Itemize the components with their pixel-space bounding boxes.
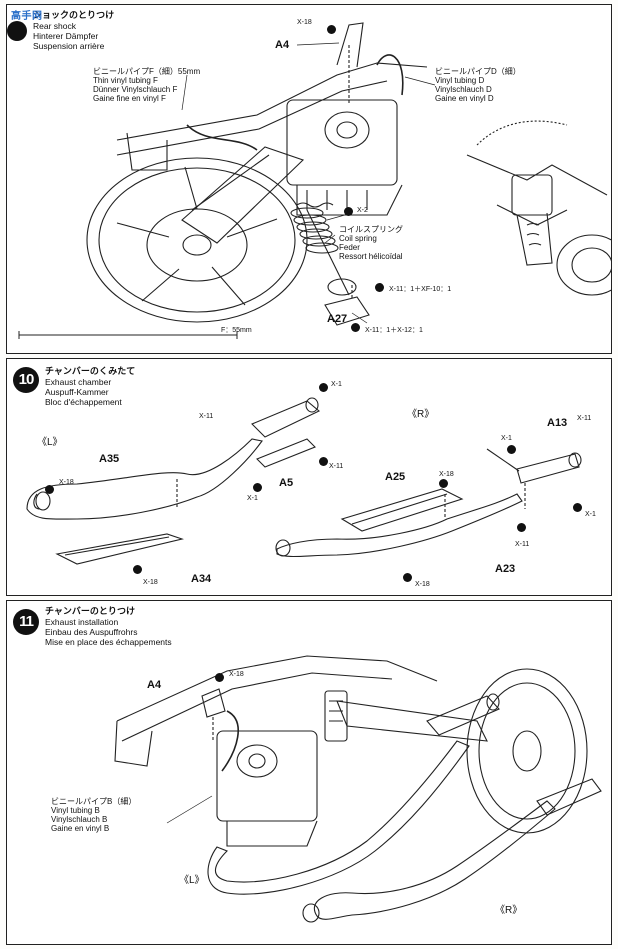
screw-icon bbox=[573, 503, 582, 512]
title-fr: Suspension arrière bbox=[33, 41, 105, 51]
exhaust-chamber-diagram bbox=[26, 397, 582, 565]
screw-icon bbox=[507, 445, 516, 454]
screw-label-x2: X-2 bbox=[357, 207, 368, 214]
screw-icon bbox=[215, 673, 224, 682]
vinyl-tube-d-label: ビニールパイプD（細） Vinyl tubing D Vinylschlauch… bbox=[435, 67, 521, 103]
step-rear-shock-panel: ショックのとりつけ Rear shock Hinterer Dämpfer Su… bbox=[6, 4, 612, 354]
screw-label-x18: X-18 bbox=[415, 581, 430, 588]
screw-label-x11: X-11 bbox=[515, 541, 530, 548]
screw-label-x11: X-11 bbox=[199, 413, 214, 420]
screw-icon bbox=[327, 25, 336, 34]
side-label-left: 《L》 bbox=[179, 875, 205, 886]
screw-label-x18: X-18 bbox=[143, 579, 158, 586]
screw-label-x11: X-11 bbox=[577, 415, 592, 422]
screw-icon bbox=[253, 483, 262, 492]
part-label-a35: A35 bbox=[99, 453, 120, 465]
scale-length-label: F：55mm bbox=[221, 327, 252, 334]
screw-icon bbox=[45, 485, 54, 494]
screw-label-x11: X-11 bbox=[329, 463, 344, 470]
watermark-logo: 高手网 bbox=[11, 11, 43, 22]
vinyl-tube-b-label: ビニールパイプB（細） Vinyl tubing B Vinylschlauch… bbox=[51, 797, 137, 833]
step-title-exhaust-chamber: チャンバーのくみたて Exhaust chamber Auspuff-Kamme… bbox=[45, 367, 136, 407]
step-exhaust-chamber-panel: 10 チャンバーのくみたて Exhaust chamber Auspuff-Ka… bbox=[6, 358, 612, 596]
part-label-a4: A4 bbox=[275, 39, 290, 51]
screw-icon bbox=[439, 479, 448, 488]
screw-icon bbox=[344, 207, 353, 216]
step-exhaust-installation-panel: 11 チャンバーのとりつけ Exhaust installation Einba… bbox=[6, 600, 612, 945]
screw-icon bbox=[319, 457, 328, 466]
screw-label-x18: X-18 bbox=[229, 671, 244, 678]
part-label-a13: A13 bbox=[547, 417, 568, 429]
paint-label-x11-x12: X-11：1＋X-12：1 bbox=[365, 327, 423, 334]
part-label-a27: A27 bbox=[327, 313, 348, 325]
rear-shock-diagram bbox=[18, 22, 611, 339]
step-number-badge: 10 bbox=[13, 367, 39, 393]
screw-label-x1: X-1 bbox=[501, 435, 512, 442]
screw-icon bbox=[403, 573, 412, 582]
screw-label-x1: X-1 bbox=[585, 511, 596, 518]
coil-spring-label: コイルスプリング Coil spring Feder Ressort hélic… bbox=[339, 225, 403, 261]
step-title-exhaust-installation: チャンバーのとりつけ Exhaust installation Einbau d… bbox=[45, 607, 172, 647]
step-number-badge: 11 bbox=[13, 609, 39, 635]
side-label-left: 《L》 bbox=[37, 437, 63, 448]
paint-mark-icon bbox=[351, 323, 360, 332]
part-label-a25: A25 bbox=[385, 471, 406, 483]
screw-label-x1: X-1 bbox=[247, 495, 258, 502]
part-label-a34: A34 bbox=[191, 573, 212, 585]
title-en: Rear shock bbox=[33, 21, 76, 31]
step-title-rear-shock: ショックのとりつけ Rear shock Hinterer Dämpfer Su… bbox=[33, 11, 114, 51]
part-label-a23: A23 bbox=[495, 563, 516, 575]
title-de: Hinterer Dämpfer bbox=[33, 31, 99, 41]
paint-label-x11-xf10: X-11：1＋XF-10：1 bbox=[389, 286, 452, 293]
screw-icon bbox=[133, 565, 142, 574]
part-label-a4: A4 bbox=[147, 679, 162, 691]
screw-label-x18: X-18 bbox=[59, 479, 74, 486]
step-number-badge bbox=[7, 21, 27, 41]
screw-label-x18: X-18 bbox=[439, 471, 454, 478]
paint-mark-icon bbox=[375, 283, 384, 292]
screw-icon bbox=[319, 383, 328, 392]
side-label-right: 《R》 bbox=[495, 905, 523, 916]
screw-icon bbox=[517, 523, 526, 532]
screw-label-x18: X-18 bbox=[297, 19, 312, 26]
part-label-a5: A5 bbox=[279, 477, 294, 489]
vinyl-tube-f-label: ビニールパイプF（細）55mm Thin vinyl tubing F Dünn… bbox=[93, 67, 201, 103]
side-label-right: 《R》 bbox=[407, 409, 435, 420]
exhaust-installation-diagram bbox=[114, 655, 602, 923]
title-ja: ショックのとりつけ bbox=[33, 11, 115, 21]
screw-label-x1: X-1 bbox=[331, 381, 342, 388]
